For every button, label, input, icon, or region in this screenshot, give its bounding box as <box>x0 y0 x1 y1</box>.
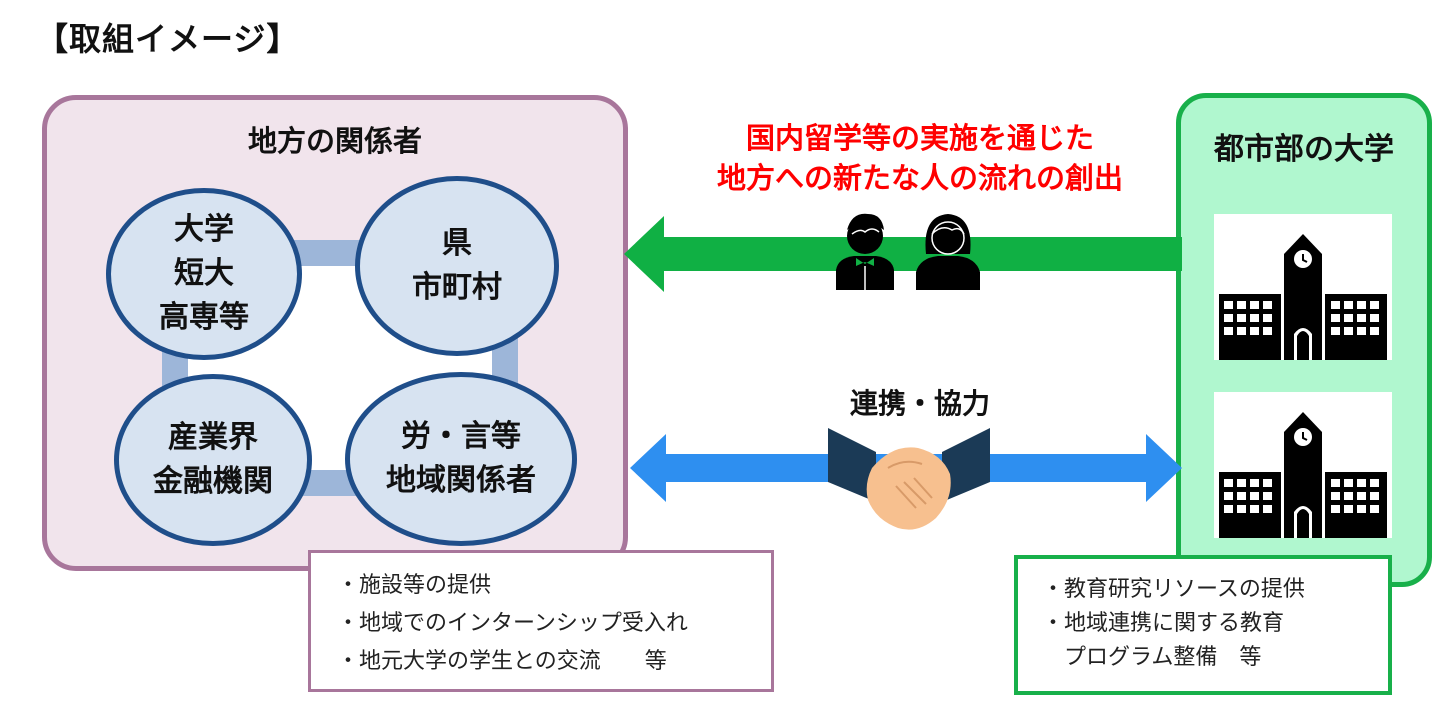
flow-arrow-shape <box>624 216 1182 292</box>
urban-contribution-item: プログラム整備 等 <box>1042 645 1262 670</box>
group-line: 金融機関 <box>153 464 273 499</box>
local-contribution-item: ・施設等の提供 <box>337 573 492 598</box>
group-line: 市町村 <box>412 270 502 305</box>
group-line: 大学 <box>174 212 234 247</box>
local-stakeholders-title: 地方の関係者 <box>247 124 422 158</box>
school-building-icon <box>1214 392 1392 538</box>
urban-universities-title: 都市部の大学 <box>1214 132 1394 167</box>
group-line: 県 <box>442 226 472 261</box>
local-contribution-item: ・地域でのインターンシップ受入れ <box>337 611 688 636</box>
school-building-icon <box>1214 214 1392 360</box>
page-title: 【取組イメージ】 <box>36 20 300 58</box>
group-line: 地域関係者 <box>386 463 536 498</box>
group-line: 労・言等 <box>401 419 521 454</box>
group-local-government: 県 市町村 <box>355 176 559 356</box>
cooperation-label: 連携・協力 <box>849 387 990 420</box>
group-labor-media: 労・言等 地域関係者 <box>345 372 577 546</box>
flow-caption-line1: 国内留学等の実施を通じた <box>745 121 1094 155</box>
urban-contribution-item: ・地域連携に関する教育 <box>1042 611 1285 636</box>
local-contributions-box: ・施設等の提供 ・地域でのインターンシップ受入れ ・地元大学の学生との交流 等 <box>308 550 774 692</box>
group-line: 短大 <box>174 256 234 291</box>
urban-contributions-box: ・教育研究リソースの提供 ・地域連携に関する教育 プログラム整備 等 <box>1014 555 1392 695</box>
student-male-icon <box>836 213 894 290</box>
group-industry-finance: 産業界 金融機関 <box>114 374 312 546</box>
flow-arrow-left <box>624 216 1182 292</box>
flow-caption-line2: 地方への新たな人の流れの創出 <box>716 161 1123 195</box>
local-contribution-item: ・地元大学の学生との交流 等 <box>337 649 667 674</box>
handshake-icon <box>828 428 990 530</box>
flow-caption: 国内留学等の実施を通じた 地方への新たな人の流れの創出 <box>640 118 1200 198</box>
student-female-icon <box>916 214 980 290</box>
group-line: 高専等 <box>159 300 249 335</box>
group-universities: 大学 短大 高専等 <box>106 188 302 360</box>
group-line: 産業界 <box>168 420 258 455</box>
urban-contribution-item: ・教育研究リソースの提供 <box>1042 577 1305 602</box>
